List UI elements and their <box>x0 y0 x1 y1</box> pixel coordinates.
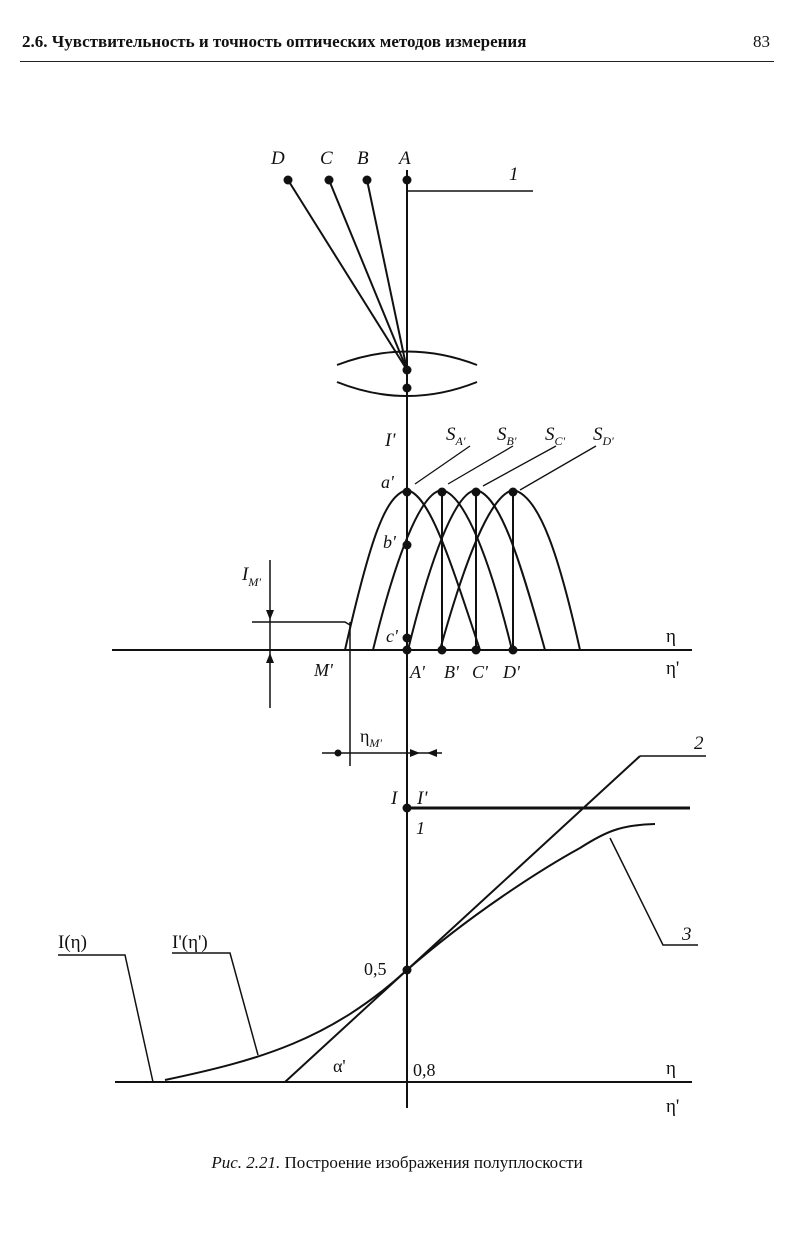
curve-i-prime <box>164 823 656 1081</box>
label-i-prime-bottom: I' <box>416 788 428 809</box>
label-i-eta: I(η) <box>58 932 87 953</box>
im-arrow-up <box>266 653 274 663</box>
label-2: 2 <box>694 733 704 754</box>
axis-label-a: A' <box>409 662 426 682</box>
lens-node-1 <box>402 365 412 375</box>
leader-i-prime-eta <box>172 952 259 1056</box>
axis-label-c: C' <box>472 662 489 682</box>
label-d: D <box>270 148 285 169</box>
header-rule <box>20 61 774 62</box>
label-one: 1 <box>416 818 425 838</box>
label-i-bottom: I <box>390 788 399 809</box>
lens-node-2 <box>402 383 412 393</box>
spread-curve-d <box>439 488 581 651</box>
label-sd: SD' <box>593 424 614 448</box>
label-i-prime-eta: I'(η') <box>172 932 208 953</box>
leader-sd <box>519 445 597 491</box>
label-a: A <box>397 148 411 169</box>
point-c <box>324 175 334 185</box>
point-c-level <box>402 633 412 643</box>
label-c: C <box>320 148 333 169</box>
point-b <box>362 175 372 185</box>
label-1: 1 <box>509 164 519 185</box>
label-i-prime-top: I' <box>384 430 396 451</box>
point-a <box>402 175 412 185</box>
peak-b <box>437 487 447 497</box>
label-sa: SA' <box>446 424 466 448</box>
label-alpha: α' <box>333 1056 346 1076</box>
lens-upper-arc <box>336 350 478 366</box>
leader-3 <box>609 837 698 946</box>
caption-label: Рис. 2.21. <box>211 1153 281 1172</box>
label-sb: SB' <box>497 424 517 448</box>
tangent-line-2 <box>284 755 641 1083</box>
axis-label-d: D' <box>502 662 521 682</box>
im-level-line <box>252 621 351 626</box>
label-m-prime: M' <box>313 660 334 680</box>
label-sc: SC' <box>545 424 566 448</box>
label-c-prime: c' <box>386 626 399 646</box>
label-eta-m: ηM' <box>360 726 382 750</box>
half-level-dot <box>402 965 412 975</box>
ray-b <box>366 179 408 371</box>
leader-sc <box>482 445 557 487</box>
label-eta-prime-middle: η' <box>666 658 679 679</box>
label-im: IM' <box>241 564 261 589</box>
label-3: 3 <box>681 924 692 945</box>
leader-sa <box>414 445 471 485</box>
ray-d <box>287 179 408 371</box>
peak-d <box>508 487 518 497</box>
label-b: B <box>357 148 369 169</box>
level-one-dot <box>402 803 412 813</box>
caption-text: Построение изображения полуплоскости <box>284 1153 583 1172</box>
im-arrow-down <box>266 610 274 620</box>
figure-caption: Рис. 2.21. Построение изображения полупл… <box>0 1153 794 1173</box>
peak-c <box>471 487 481 497</box>
point-d <box>283 175 293 185</box>
leader-i-eta <box>58 954 154 1083</box>
label-half: 0,5 <box>364 959 387 979</box>
label-eta-middle: η <box>666 626 676 647</box>
label-a-prime: a' <box>381 472 395 492</box>
label-eta-bottom: η <box>666 1058 676 1079</box>
eta-m-dot <box>334 749 342 757</box>
label-zero-eight: 0,8 <box>413 1060 436 1080</box>
label-eta-prime-bottom: η' <box>666 1096 679 1117</box>
axis-label-b: B' <box>444 662 460 682</box>
page-number: 83 <box>753 32 770 51</box>
eta-m-arrow-right <box>410 749 420 757</box>
eta-m-arrow-left <box>427 749 437 757</box>
point-b-level <box>402 540 412 550</box>
lens-lower-arc <box>336 381 478 397</box>
spread-curve-a <box>344 488 481 651</box>
label-b-prime: b' <box>383 532 397 552</box>
ray-c <box>328 179 408 371</box>
leader-sb <box>447 445 514 485</box>
peak-a <box>402 487 412 497</box>
running-header-title: 2.6. Чувствительность и точность оптичес… <box>22 32 527 51</box>
